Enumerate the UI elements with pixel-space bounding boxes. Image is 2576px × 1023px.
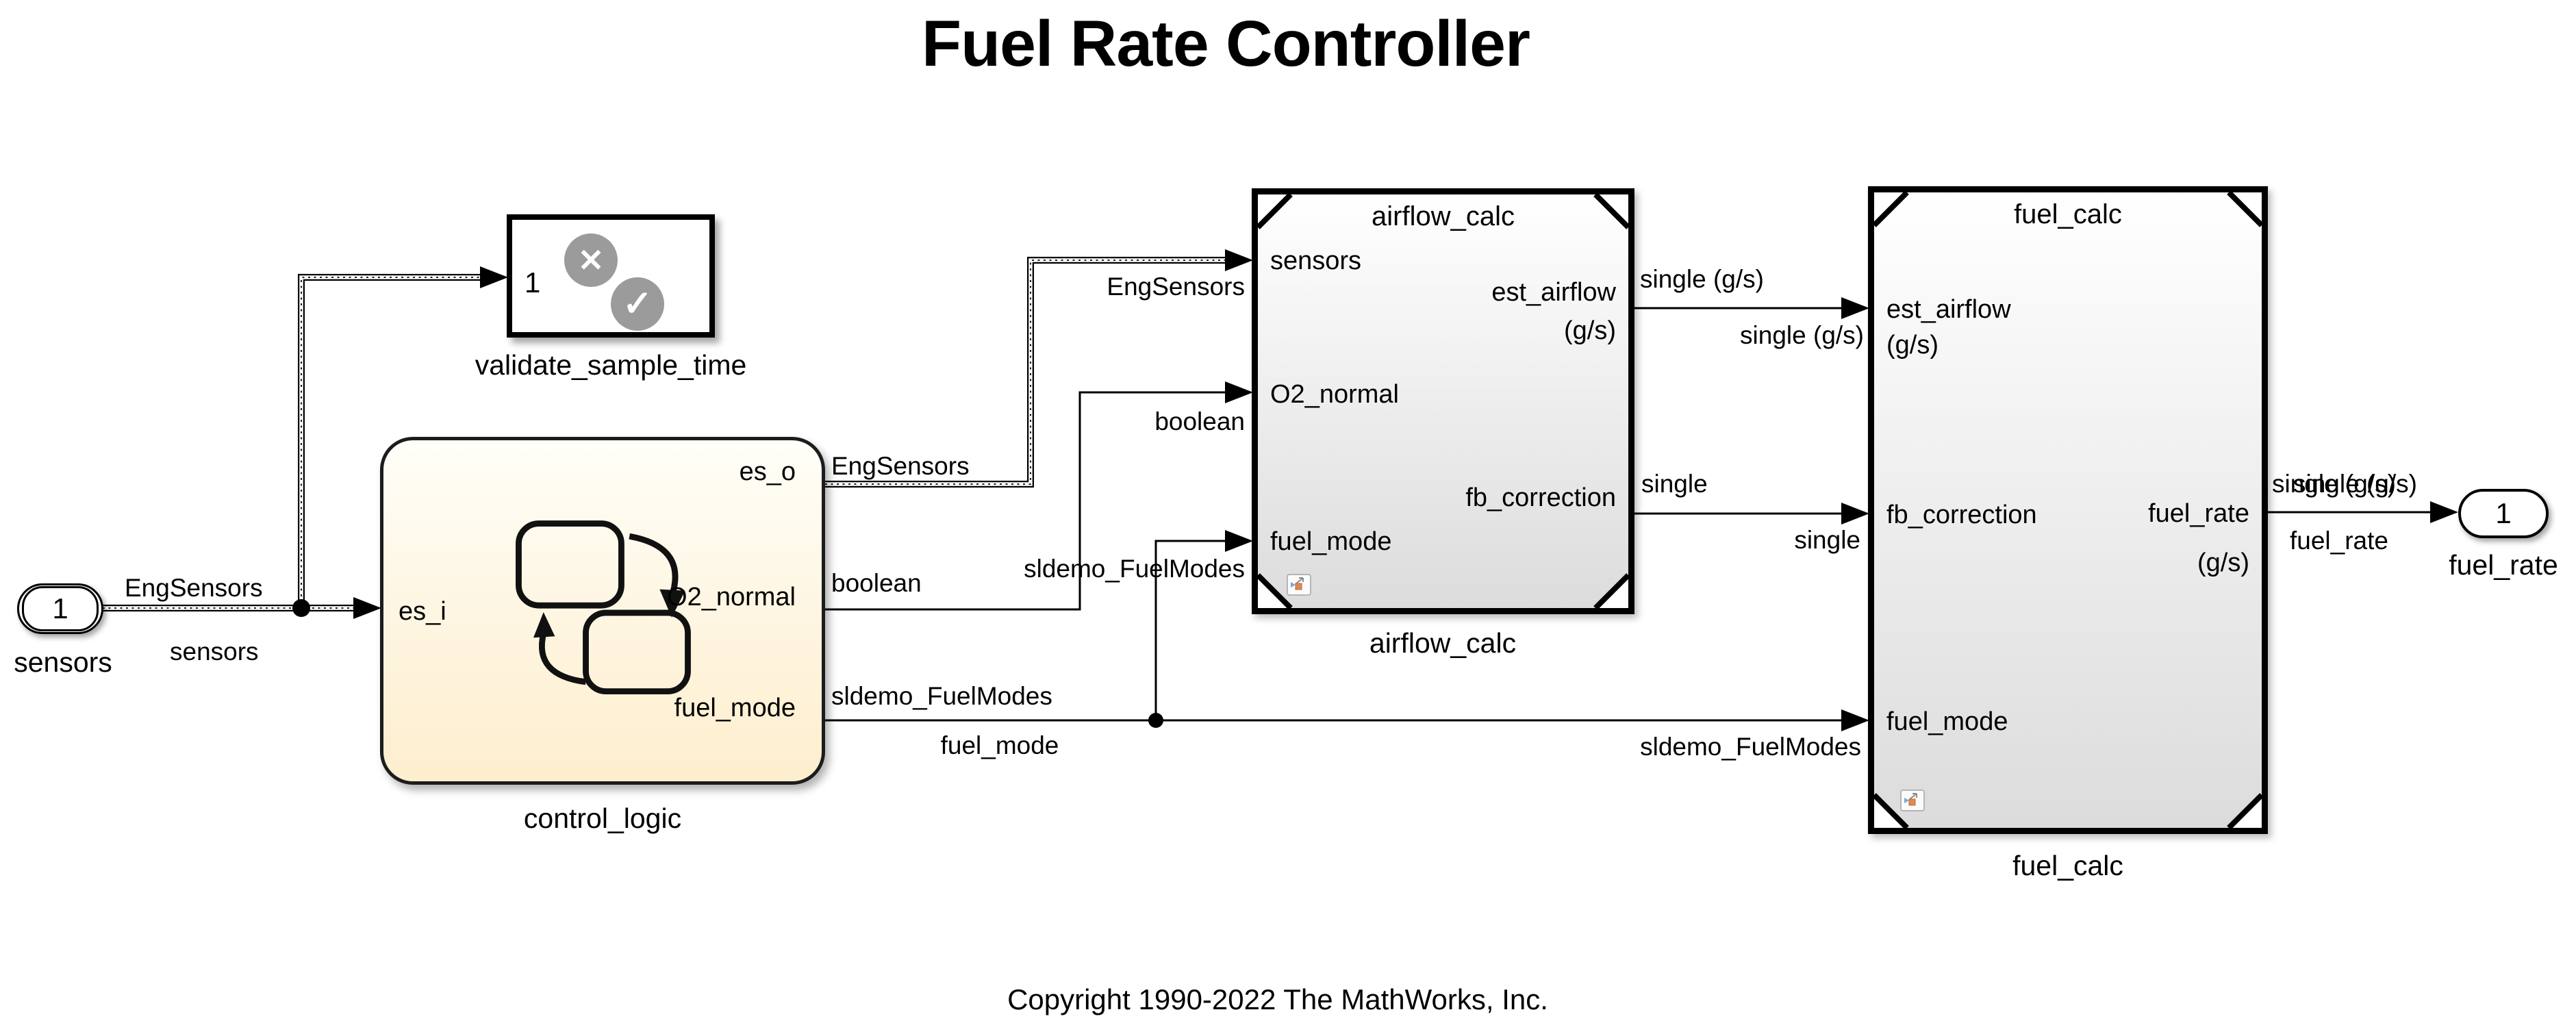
port-label-est-airflow-units: (g/s): [1564, 316, 1616, 345]
outport-label: fuel_rate: [2449, 549, 2558, 581]
port-label-es-i: es_i: [399, 597, 446, 626]
port-label-fuel-rate-units: (g/s): [2197, 548, 2249, 577]
signal-label-sldemo-fuelcalc[interactable]: sldemo_FuelModes: [1640, 733, 1861, 761]
port-label-est-airflow: est_airflow: [1886, 295, 2011, 324]
signal-label-boolean-o2[interactable]: boolean: [831, 569, 922, 597]
port-label-est-airflow-units: (g/s): [1886, 331, 1939, 359]
diagram-title: Fuel Rate Controller: [922, 8, 1530, 80]
control-logic-block[interactable]: es_i es_o O2_normal fuel_mode: [380, 437, 825, 785]
signal-label-single-gs-below[interactable]: single (g/s): [1740, 321, 1864, 349]
check-glyph: ✓: [622, 284, 653, 324]
port-label-fuel-mode: fuel_mode: [1270, 527, 1392, 556]
port-label-fb-correction: fb_correction: [1886, 501, 2037, 529]
outport-number: 1: [2495, 497, 2512, 529]
wire-sensors-bus[interactable]: [103, 266, 508, 619]
validate-sample-time-block[interactable]: 1 ✕ ✓: [507, 214, 715, 338]
fuel-calc-label: fuel_calc: [2012, 850, 2123, 881]
port-label-sensors: sensors: [1270, 247, 1362, 275]
inport-label: sensors: [14, 646, 112, 678]
signal-label-engsensors-source[interactable]: EngSensors: [125, 574, 263, 602]
port-label-o2-normal: O2_normal: [667, 583, 796, 611]
validate-block-label: validate_sample_time: [475, 349, 747, 381]
port-label-es-o: es_o: [739, 457, 796, 486]
check-circle-icon: ✓: [611, 277, 664, 331]
port-label-est-airflow: est_airflow: [1491, 278, 1616, 307]
signal-label-single-gs-above[interactable]: single (g/s): [1640, 265, 1764, 293]
signal-label-engsensors-airflow[interactable]: EngSensors: [1107, 273, 1245, 301]
signal-label-sensors-source[interactable]: sensors: [170, 637, 259, 666]
signal-label-fuelmode-under[interactable]: fuel_mode: [940, 731, 1059, 759]
fuel-calc-title: fuel_calc: [2014, 199, 2122, 229]
inport-sensors[interactable]: 1: [17, 583, 103, 634]
wire-boolean[interactable]: [825, 381, 1253, 611]
airflow-calc-block[interactable]: airflow_calc sensors O2_normal fuel_mode…: [1252, 188, 1634, 614]
signal-label-sldemo-fuelmode[interactable]: sldemo_FuelModes: [831, 682, 1052, 710]
control-logic-label: control_logic: [523, 803, 682, 834]
fuel-calc-block[interactable]: fuel_calc est_airflow (g/s) fb_correctio…: [1868, 186, 2268, 834]
junction-dot-fuelmode: [1148, 713, 1163, 728]
airflow-calc-label: airflow_calc: [1369, 627, 1517, 659]
signal-label-boolean-airflow[interactable]: boolean: [1154, 407, 1245, 435]
subsystem-reference-badge-icon[interactable]: [1900, 790, 1925, 811]
inport-number: 1: [22, 586, 99, 631]
port-label-fuel-mode: fuel_mode: [674, 694, 796, 722]
signal-label-single-above[interactable]: single: [1641, 470, 1708, 498]
wire-engsensors-bus[interactable]: [825, 249, 1253, 488]
validate-port-number: 1: [525, 266, 541, 299]
port-label-fuel-rate: fuel_rate: [2148, 499, 2249, 528]
wire-fuel-rate[interactable]: [2268, 501, 2458, 523]
airflow-calc-title: airflow_calc: [1372, 201, 1515, 231]
wire-fuelmode[interactable]: [825, 530, 1869, 731]
outport-fuel-rate[interactable]: 1: [2458, 489, 2549, 538]
signal-label-single-gs-out-1[interactable]: single (g/s): [2272, 470, 2396, 498]
signal-label-fuelrate-under[interactable]: fuel_rate: [2290, 527, 2388, 555]
cross-glyph: ✕: [577, 242, 605, 278]
signal-label-single-gs-out-2[interactable]: single (g/s): [2293, 470, 2417, 498]
signal-label-sldemo-airflow[interactable]: sldemo_FuelModes: [1024, 555, 1245, 583]
wire-fb-correction[interactable]: [1634, 503, 1869, 525]
port-label-o2-normal: O2_normal: [1270, 380, 1399, 409]
junction-dot-sensors: [292, 599, 310, 617]
cross-circle-icon: ✕: [564, 233, 618, 287]
signal-label-engsensors-eso[interactable]: EngSensors: [831, 452, 970, 480]
copyright-note: Copyright 1990-2022 The MathWorks, Inc.: [1007, 983, 1548, 1015]
wire-est-airflow[interactable]: [1634, 297, 1869, 319]
subsystem-reference-badge-icon[interactable]: [1287, 574, 1311, 596]
port-label-fuel-mode: fuel_mode: [1886, 707, 2008, 736]
port-label-fb-correction: fb_correction: [1465, 483, 1616, 512]
signal-label-single-below[interactable]: single: [1794, 526, 1860, 554]
